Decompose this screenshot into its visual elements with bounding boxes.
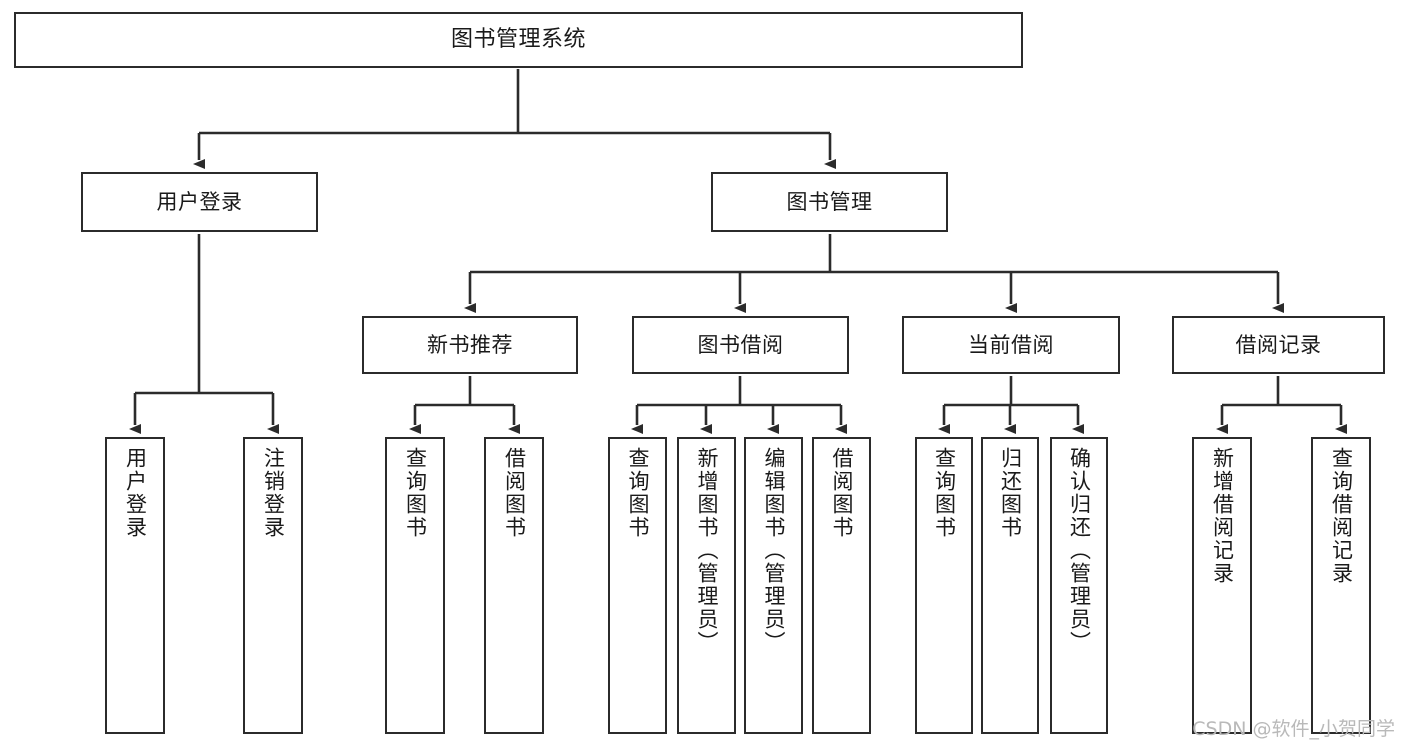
node-borrowing-record[interactable]: 借阅记录 — [1172, 316, 1385, 374]
node-current-borrowing[interactable]: 当前借阅 — [902, 316, 1120, 374]
node-label: 借阅图书 — [830, 447, 854, 539]
leaf-user-login-login[interactable]: 用户登录 — [105, 437, 165, 734]
node-label: 图书管理 — [786, 189, 873, 214]
leaf-borrow-record-query-record[interactable]: 查询借阅记录 — [1311, 437, 1371, 734]
node-label: 用户登录 — [123, 447, 148, 539]
node-label: 查询图书 — [403, 447, 428, 539]
leaf-borrow-record-add-record[interactable]: 新增借阅记录 — [1192, 437, 1252, 734]
node-label: 查询图书 — [932, 447, 957, 539]
leaf-current-borrow-confirm-return-admin[interactable]: 确认归还（管理员） — [1050, 437, 1108, 734]
leaf-current-borrow-return-book[interactable]: 归还图书 — [981, 437, 1039, 734]
node-label: 查询图书 — [626, 447, 650, 539]
leaf-new-book-query-book[interactable]: 查询图书 — [385, 437, 445, 734]
node-label: 新书推荐 — [427, 332, 513, 357]
node-label: 注销登录 — [261, 447, 286, 539]
node-user-login[interactable]: 用户登录 — [81, 172, 318, 232]
node-label: 当前借阅 — [968, 332, 1054, 357]
node-label: 借阅图书 — [502, 447, 527, 539]
node-label: 编辑图书（管理员） — [762, 447, 786, 654]
node-book-borrowing[interactable]: 图书借阅 — [632, 316, 849, 374]
node-label: 查询借阅记录 — [1329, 447, 1354, 585]
leaf-book-borrow-borrow-book[interactable]: 借阅图书 — [812, 437, 871, 734]
node-label: 新增图书（管理员） — [695, 447, 719, 654]
leaf-current-borrow-query-book[interactable]: 查询图书 — [915, 437, 973, 734]
node-label: 图书借阅 — [697, 332, 784, 357]
node-label: 图书管理系统 — [450, 27, 586, 53]
node-label: 借阅记录 — [1235, 332, 1322, 357]
node-label: 归还图书 — [998, 447, 1023, 539]
node-root-book-management-system[interactable]: 图书管理系统 — [14, 12, 1023, 68]
leaf-book-borrow-edit-book-admin[interactable]: 编辑图书（管理员） — [744, 437, 803, 734]
node-label: 用户登录 — [156, 189, 243, 214]
leaf-user-login-logout[interactable]: 注销登录 — [243, 437, 303, 734]
node-book-management[interactable]: 图书管理 — [711, 172, 948, 232]
leaf-book-borrow-add-book-admin[interactable]: 新增图书（管理员） — [677, 437, 736, 734]
leaf-book-borrow-query-book[interactable]: 查询图书 — [608, 437, 667, 734]
csdn-watermark: CSDN @软件_小贺同学 — [1192, 718, 1395, 740]
node-label: 确认归还（管理员） — [1067, 447, 1092, 654]
node-new-book-recommendation[interactable]: 新书推荐 — [362, 316, 578, 374]
leaf-new-book-borrow-book[interactable]: 借阅图书 — [484, 437, 544, 734]
node-label: 新增借阅记录 — [1210, 447, 1235, 585]
